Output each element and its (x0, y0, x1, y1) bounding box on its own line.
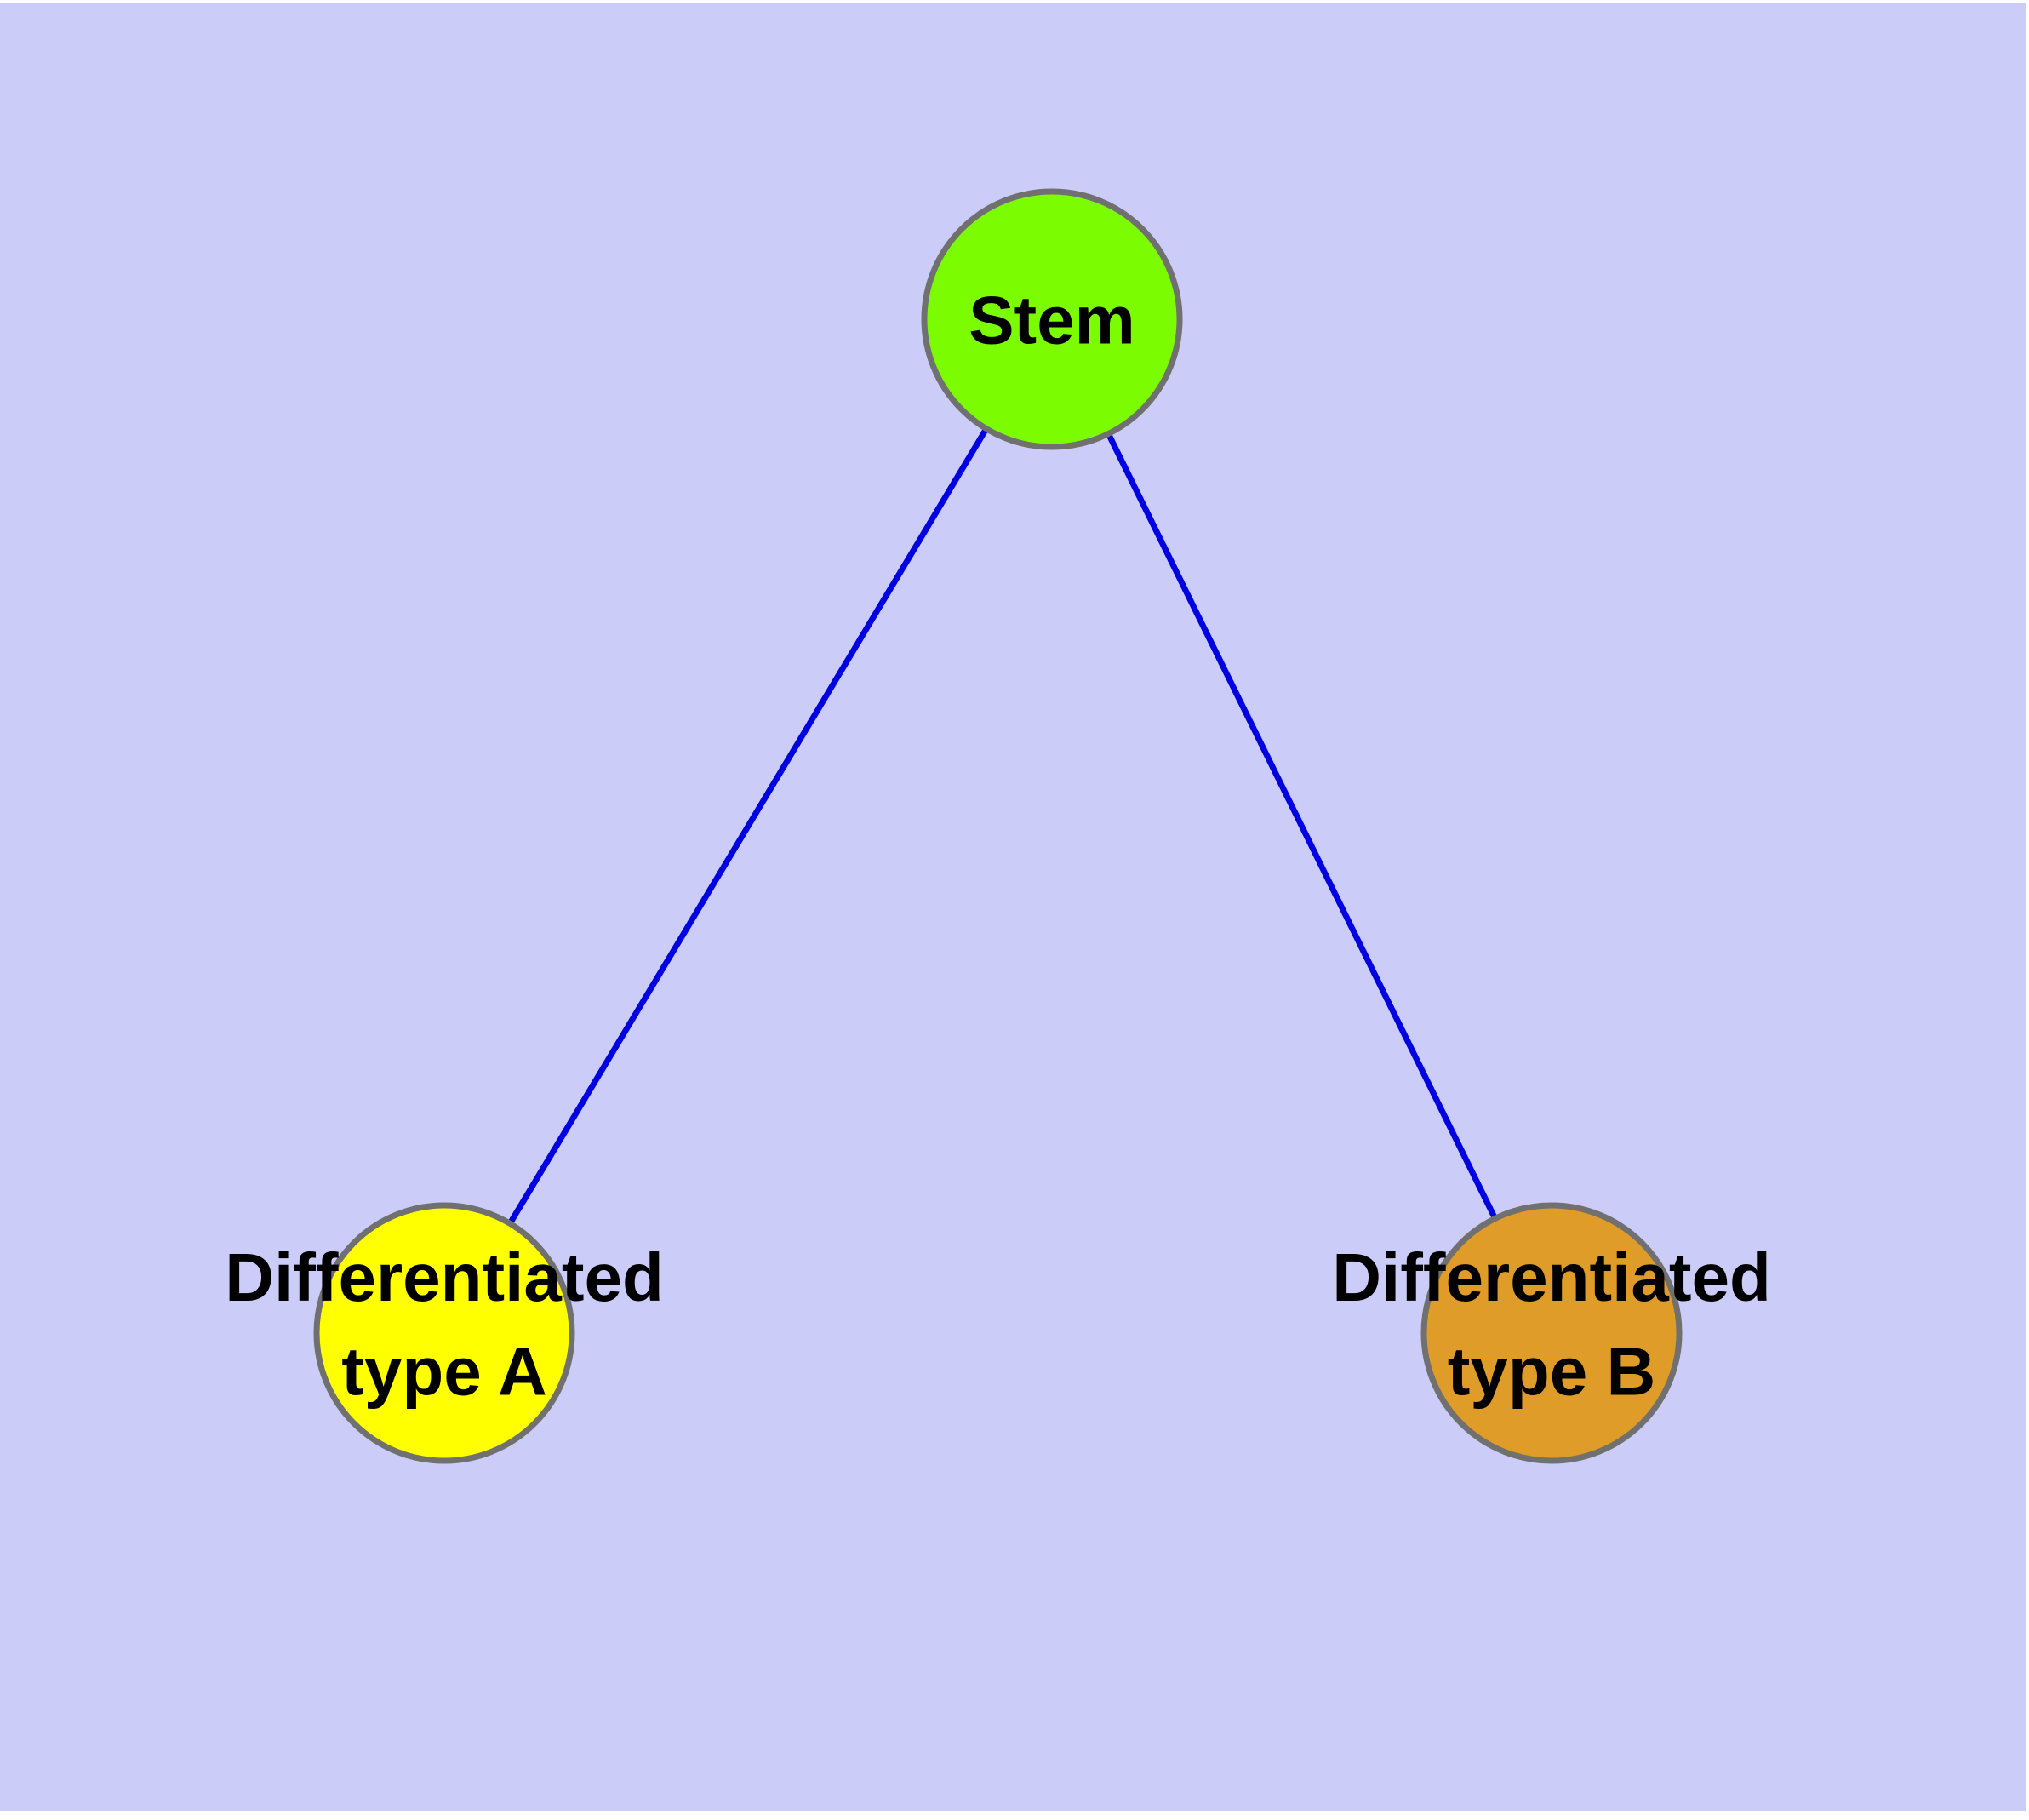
edge-layer (504, 421, 1500, 1231)
edge-stem-to-differentiated-type-a[interactable] (504, 421, 992, 1231)
diagram-background: Stem Differentiated type A Differentiate… (0, 3, 2026, 1811)
node-differentiated-type-a[interactable] (313, 1202, 575, 1464)
label-layer: Stem Differentiated type A Differentiate… (225, 282, 1771, 1409)
node-label-differentiated-type-b-line2: type B (1448, 1333, 1656, 1409)
node-label-differentiated-type-b-line1: Differentiated (1332, 1239, 1771, 1315)
node-label-differentiated-type-a-line1: Differentiated (225, 1239, 664, 1315)
node-label-stem: Stem (969, 282, 1135, 358)
cell-differentiation-graph: Stem Differentiated type A Differentiate… (225, 188, 1771, 1464)
node-circle-differentiated-type-a[interactable] (313, 1202, 575, 1464)
node-circle-differentiated-type-b[interactable] (1420, 1202, 1683, 1464)
node-label-differentiated-type-a-line2: type A (341, 1333, 547, 1409)
node-layer (313, 188, 1683, 1464)
node-stem[interactable] (921, 188, 1183, 450)
edge-stem-to-differentiated-type-b[interactable] (1103, 426, 1500, 1226)
node-differentiated-type-b[interactable] (1420, 1202, 1683, 1464)
node-circle-stem[interactable] (921, 188, 1183, 450)
